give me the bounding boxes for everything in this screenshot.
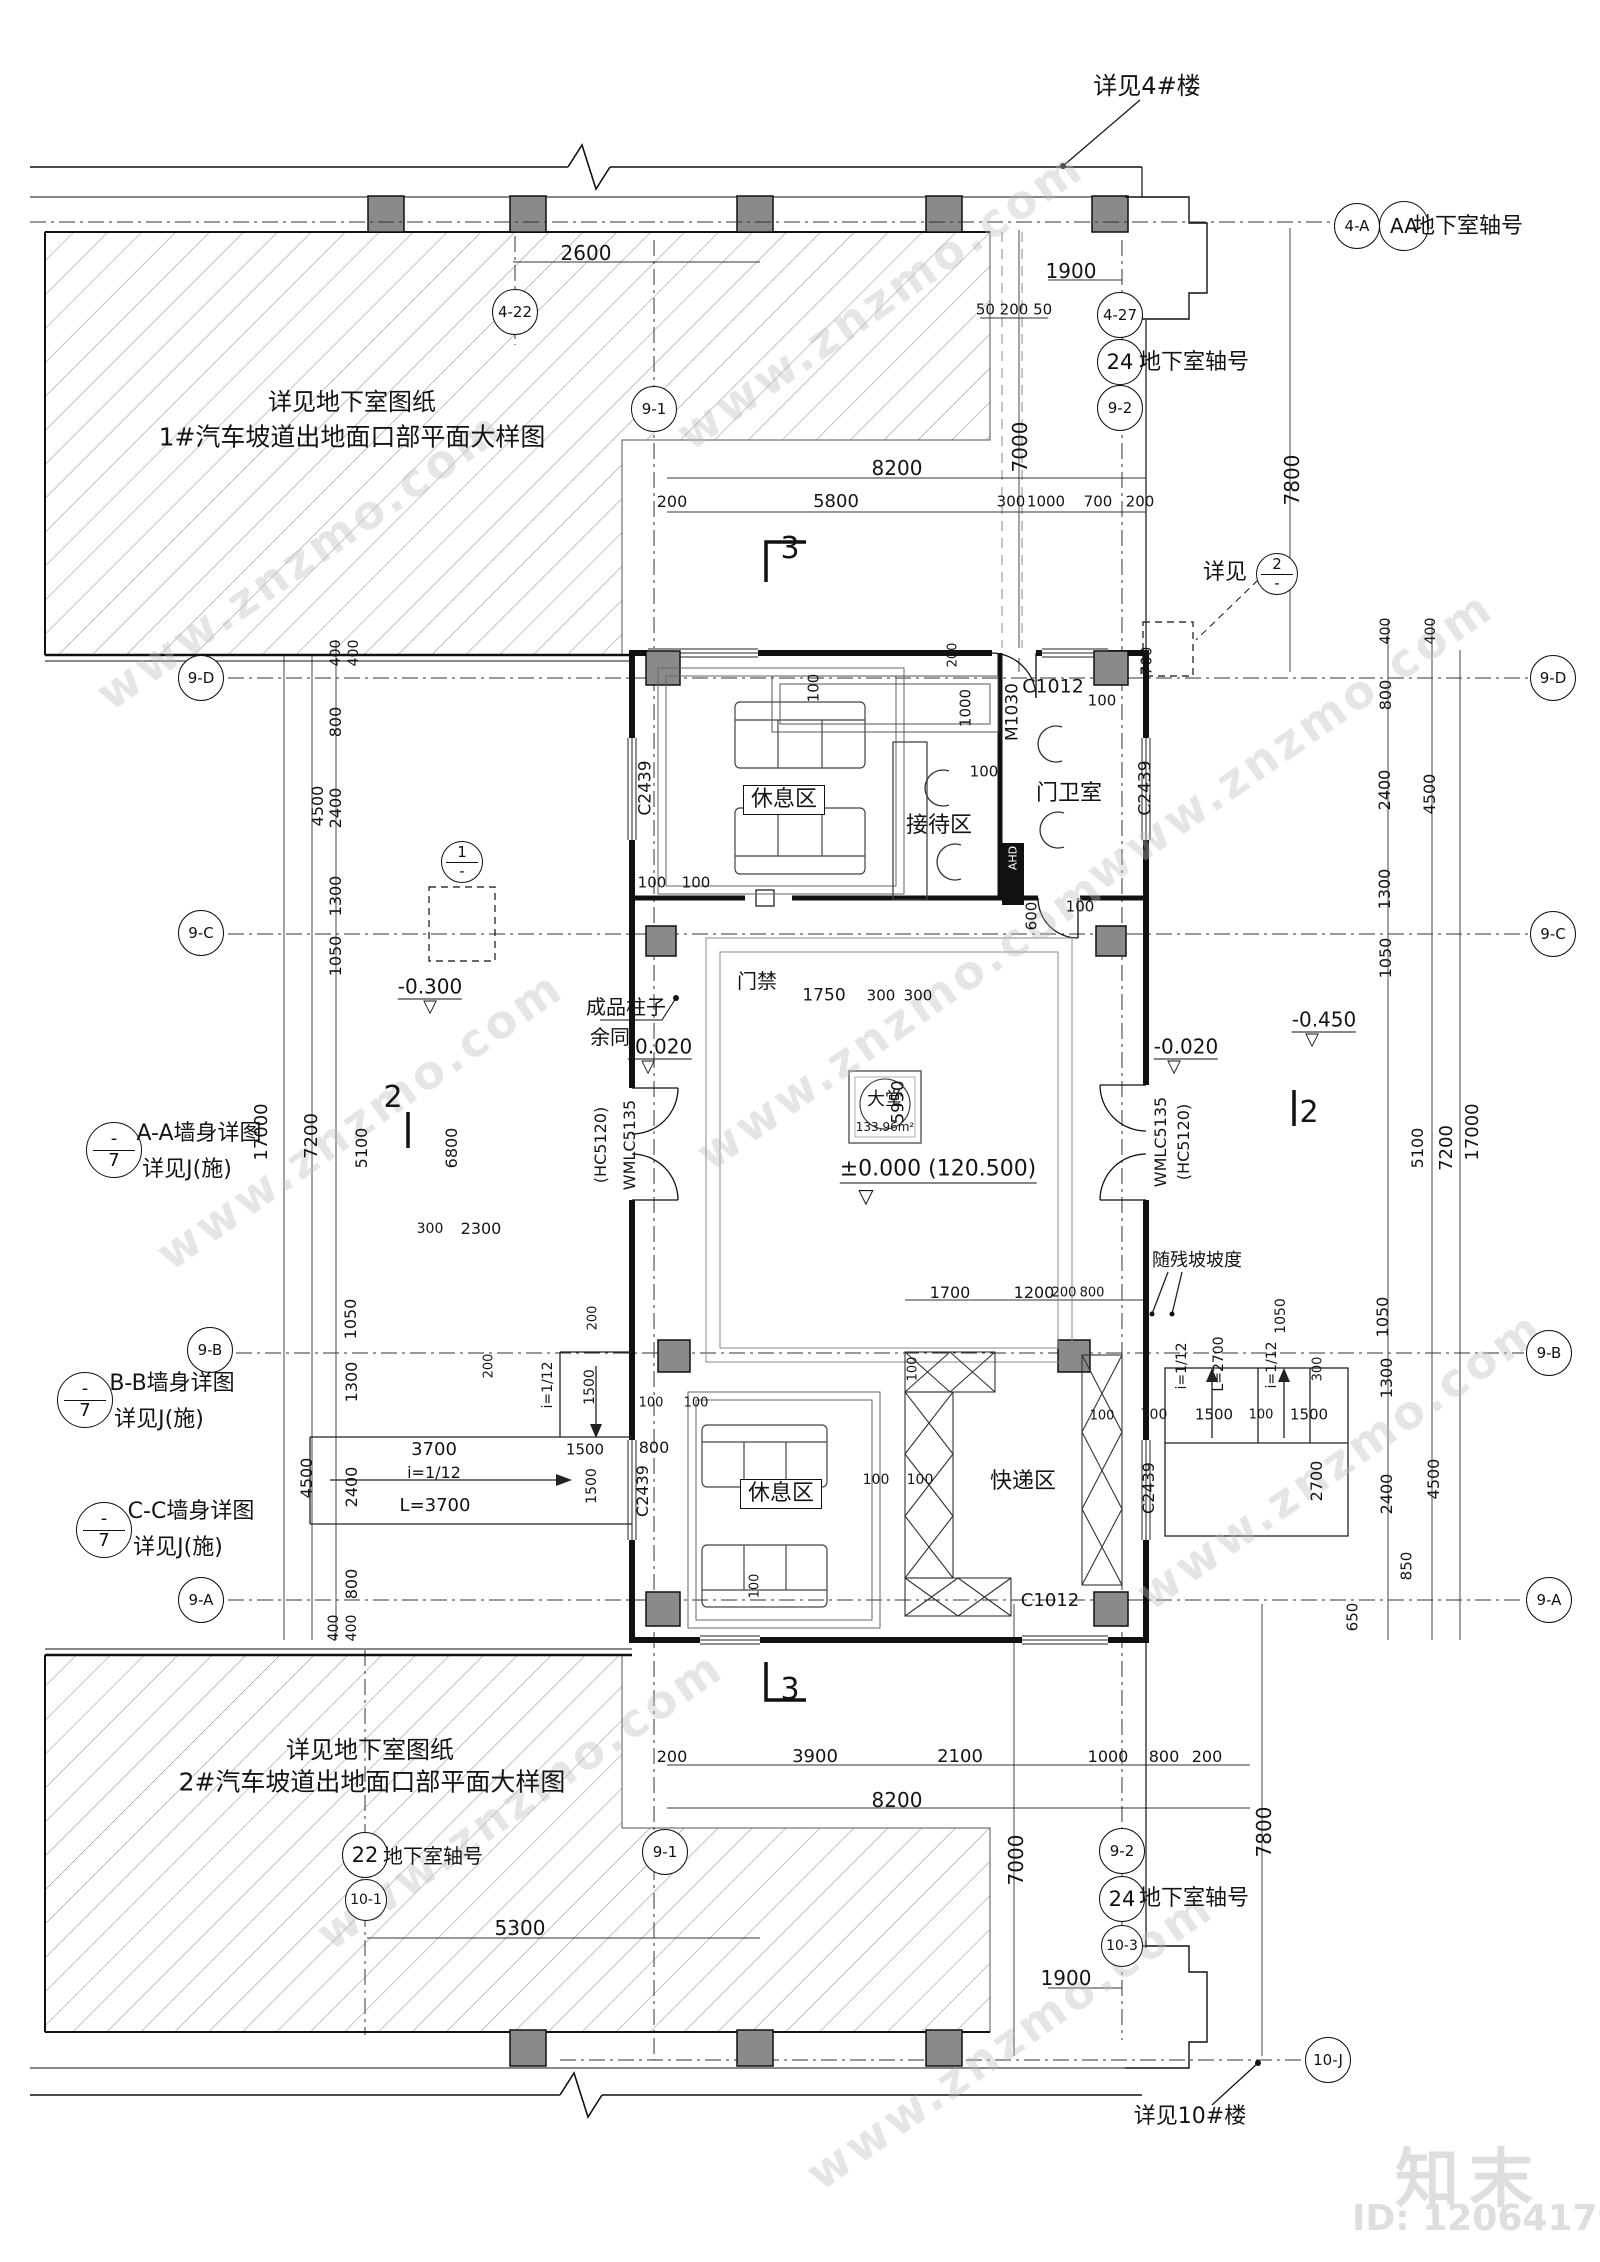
hatch-region-bottom [44, 1654, 991, 2033]
hatch-region-top [44, 231, 991, 656]
